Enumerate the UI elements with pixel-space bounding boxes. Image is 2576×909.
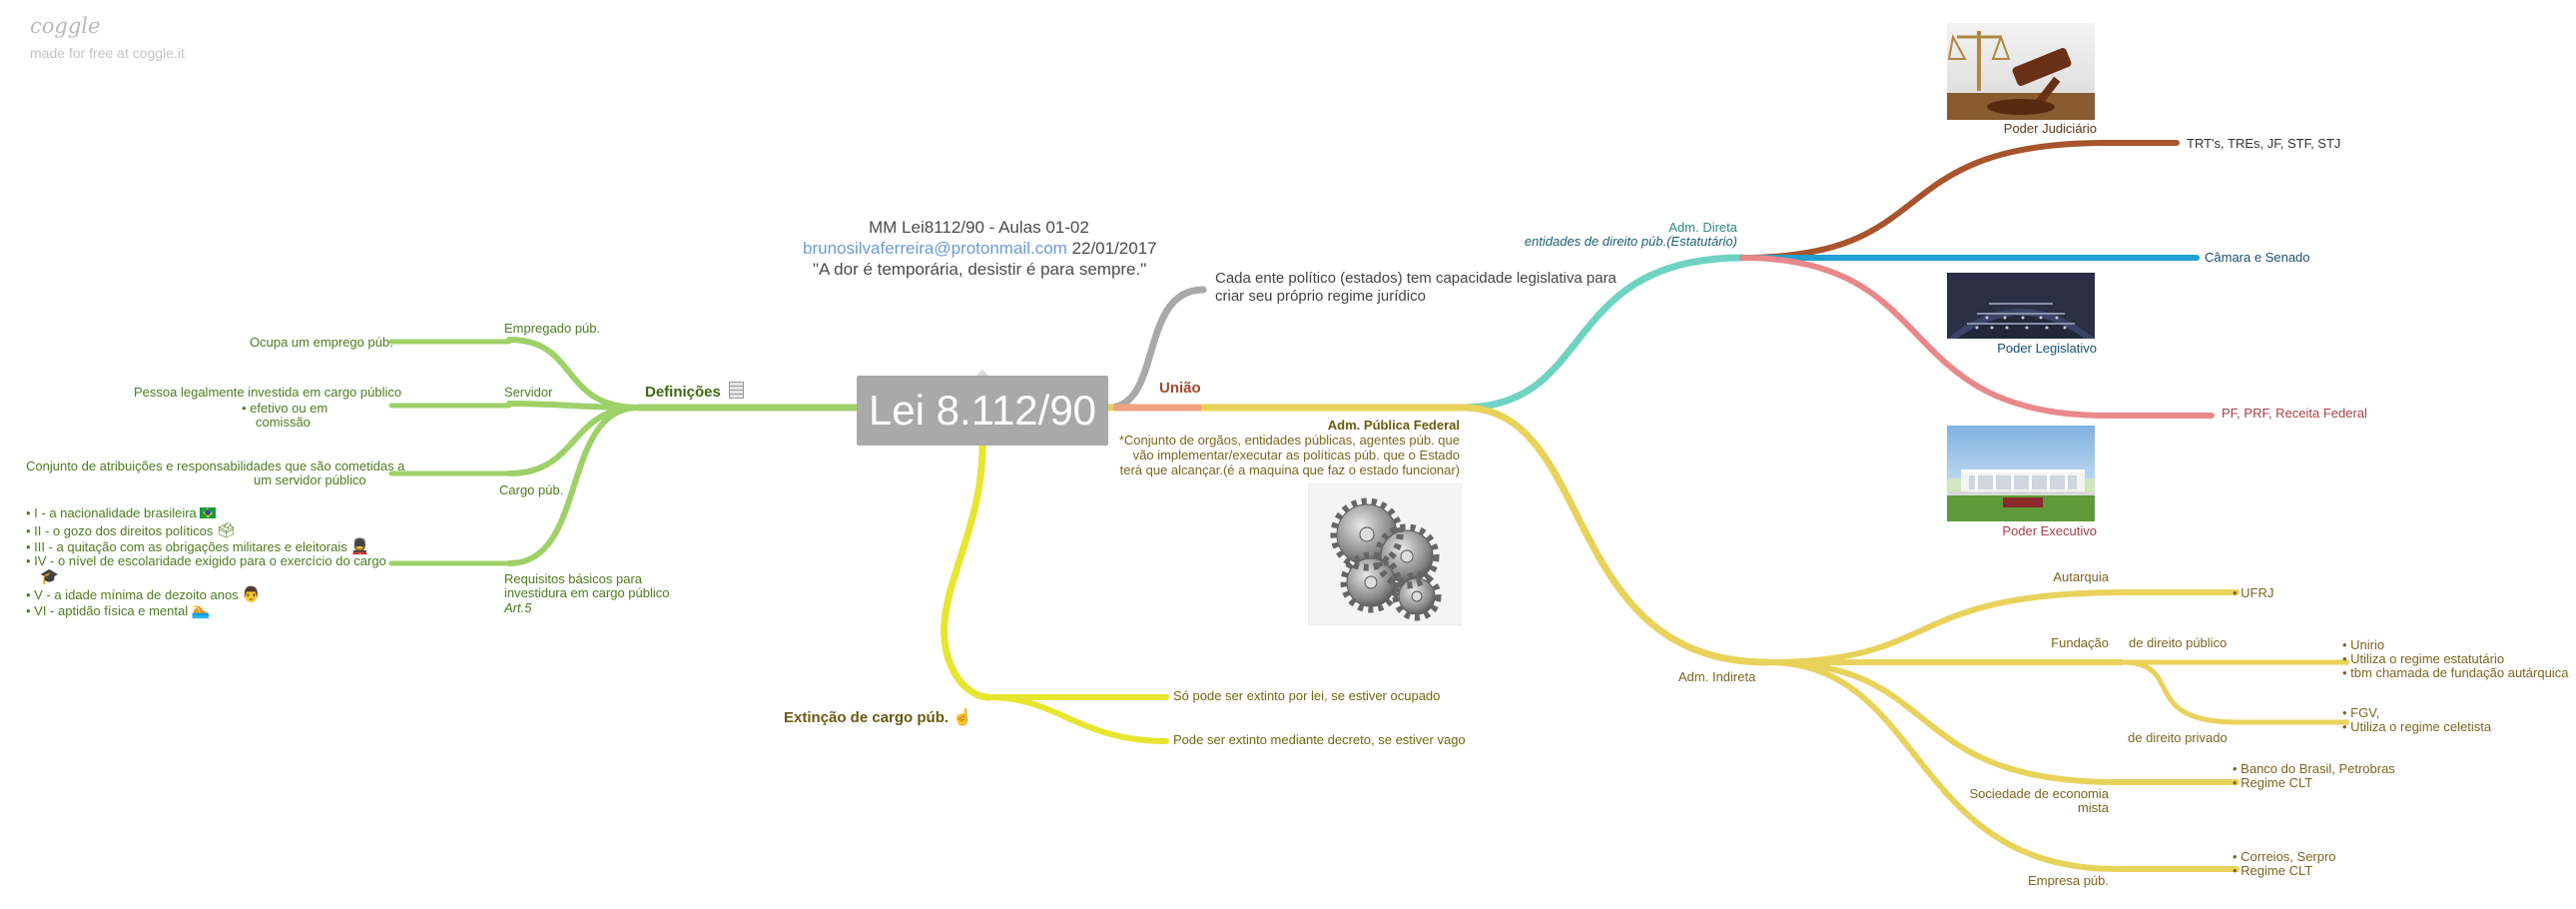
node-empregado[interactable]: Empregado púb. [504,321,601,336]
fundacao-publico-item-3: tbm chamada de fundação autárquica [2342,665,2568,680]
branch-sociedade [1764,659,2240,785]
node-fundacao-publico[interactable]: de direito público [2129,635,2228,650]
node-requisitos-1[interactable]: Requisitos básicos para [504,571,643,586]
map-title: MM Lei8112/90 - Aulas 01-02 [869,218,1089,237]
central-node-tip [975,370,989,377]
requisito-item-3: III - a quitação com as obrigações milit… [26,537,369,555]
node-cargo[interactable]: Cargo púb. [499,482,564,497]
finger-icon: ☝ [953,709,973,726]
palace-image [1947,426,2095,521]
leaf-extincao-2 [985,694,1169,744]
leaf-servidor-bullet: efetivo ou em [242,401,327,416]
node-servidor[interactable]: Servidor [504,385,553,400]
node-requisitos-2[interactable]: investidura em cargo público [504,585,670,600]
branch-executivo [1739,255,2215,419]
node-fundacao[interactable]: Fundação [2051,635,2109,650]
branch-adm-indireta [1459,404,1771,666]
label-poder-executivo: Poder Executivo [2002,523,2097,538]
leaf-servidor-bullet-cont: comissão [256,415,311,430]
node-requisitos-ref: Art.5 [504,600,532,615]
node-definicoes[interactable]: Definições [645,382,745,401]
uniao-note-2: criar seu próprio regime jurídico [1215,288,1426,305]
adm-federal-desc-3: terá que alcançar.(é a maquina que faz o… [1119,462,1460,477]
node-adm-federal[interactable]: Adm. Pública Federal [1327,418,1460,433]
leaf-servidor-desc: Pessoa legalmente investida em cargo púb… [134,385,402,400]
adm-direta-sub: entidades de direito púb.(Estatutário) [1524,234,1737,249]
label-poder-judiciario: Poder Judiciário [2003,121,2097,136]
branch-cargo [506,405,642,476]
adm-federal-desc-2: vão implementar/executar as políticas pú… [1132,448,1460,462]
node-sociedade-2[interactable]: mista [2077,800,2109,815]
notepad-icon [729,382,745,399]
header-motto: "A dor é temporária, desistir é para sem… [813,260,1147,279]
central-node[interactable]: Lei 8.112/90 [857,376,1108,446]
node-uniao[interactable]: União [1159,380,1201,397]
fundacao-privado-item-2: Utiliza o regime celetista [2342,719,2491,734]
fundacao-publico-item-1: Unirio [2342,637,2384,652]
sociedade-item-1: Banco do Brasil, Petrobras [2233,761,2395,776]
fundacao-privado-item-1: FGV, [2342,705,2379,720]
leaf-empregado-desc: Ocupa um emprego púb. [250,335,393,350]
requisito-item-5: V - a idade mínima de dezoito anos 👨 [26,585,261,603]
branch-adm-direta [1459,254,1746,412]
fundacao-publico-item-2: Utiliza o regime estatutário [2342,651,2504,666]
branch-extincao [941,442,992,701]
node-executivo-items[interactable]: PF, PRF, Receita Federal [2222,406,2367,421]
branch-empresa [1764,659,2240,872]
branch-requisitos [506,405,642,566]
swimmer-icon: 🏊 [191,602,211,619]
ballot-icon: 🗳 [217,522,237,539]
header-date: 22/01/2017 [1071,239,1157,258]
branch-uniao [1104,286,1207,412]
node-fundacao-privado[interactable]: de direito privado [2128,730,2228,745]
node-extincao[interactable]: Extinção de cargo púb. ☝ [784,709,973,726]
leaf-cargo-desc-2: um servidor público [254,472,366,487]
extincao-item-2: Pode ser extinto mediante decreto, se es… [1173,732,1466,747]
header-line-2: brunosilvaferreira@protonmail.com 22/01/… [803,239,1157,259]
coggle-logo[interactable]: coggle [30,14,101,38]
guard-icon: 💂 [350,538,370,555]
requisito-item-6: VI - aptidão física e mental 🏊 [26,601,210,619]
uniao-note-1: Cada ente político (estados) tem capacid… [1215,270,1616,287]
gears-image [1308,483,1462,625]
requisito-item-1: I - a nacionalidade brasileira [26,505,217,520]
brazil-flag-icon [200,507,217,518]
parliament-image [1947,273,2095,339]
node-adm-direta[interactable]: Adm. Direta [1668,220,1737,235]
mustache-face-icon: 👨 [242,586,261,603]
extincao-item-1: Só pode ser extinto por lei, se estiver … [1173,688,1441,703]
leaf-cargo-desc-1: Conjunto de atribuições e responsabilida… [26,458,405,473]
requisito-item-2: II - o gozo dos direitos políticos 🗳 [26,521,236,539]
branch-judiciario [1739,140,2180,261]
node-legislativo-items[interactable]: Câmara e Senado [2205,250,2310,265]
node-judiciario-items[interactable]: TRT's, TREs, JF, STF, STJ [2187,136,2341,151]
author-email-link[interactable]: brunosilvaferreira@protonmail.com [803,239,1067,258]
branch-autarquia [1764,589,2240,665]
gavel-image [1947,23,2095,120]
requisito-item-4: IV - o nível de escolaridade exigido par… [26,553,386,568]
graduate-icon: 🎓 [40,568,59,585]
branch-fundacao-privado [2119,659,2349,725]
empresa-item-1: Correios, Serpro [2233,849,2335,864]
autarquia-item: UFRJ [2233,585,2273,600]
node-sociedade-1[interactable]: Sociedade de economia [1969,786,2110,801]
adm-federal-desc-1: *Conjunto de orgãos, entidades públicas,… [1118,433,1460,448]
node-adm-indireta[interactable]: Adm. Indireta [1678,669,1756,684]
label-poder-legislativo: Poder Legislativo [1997,341,2097,356]
sociedade-item-2: Regime CLT [2233,775,2312,790]
node-autarquia[interactable]: Autarquia [2053,569,2109,584]
node-empresa[interactable]: Empresa púb. [2028,873,2109,888]
empresa-item-2: Regime CLT [2233,863,2312,878]
made-with-credit[interactable]: made for free at coggle.it [30,45,185,61]
